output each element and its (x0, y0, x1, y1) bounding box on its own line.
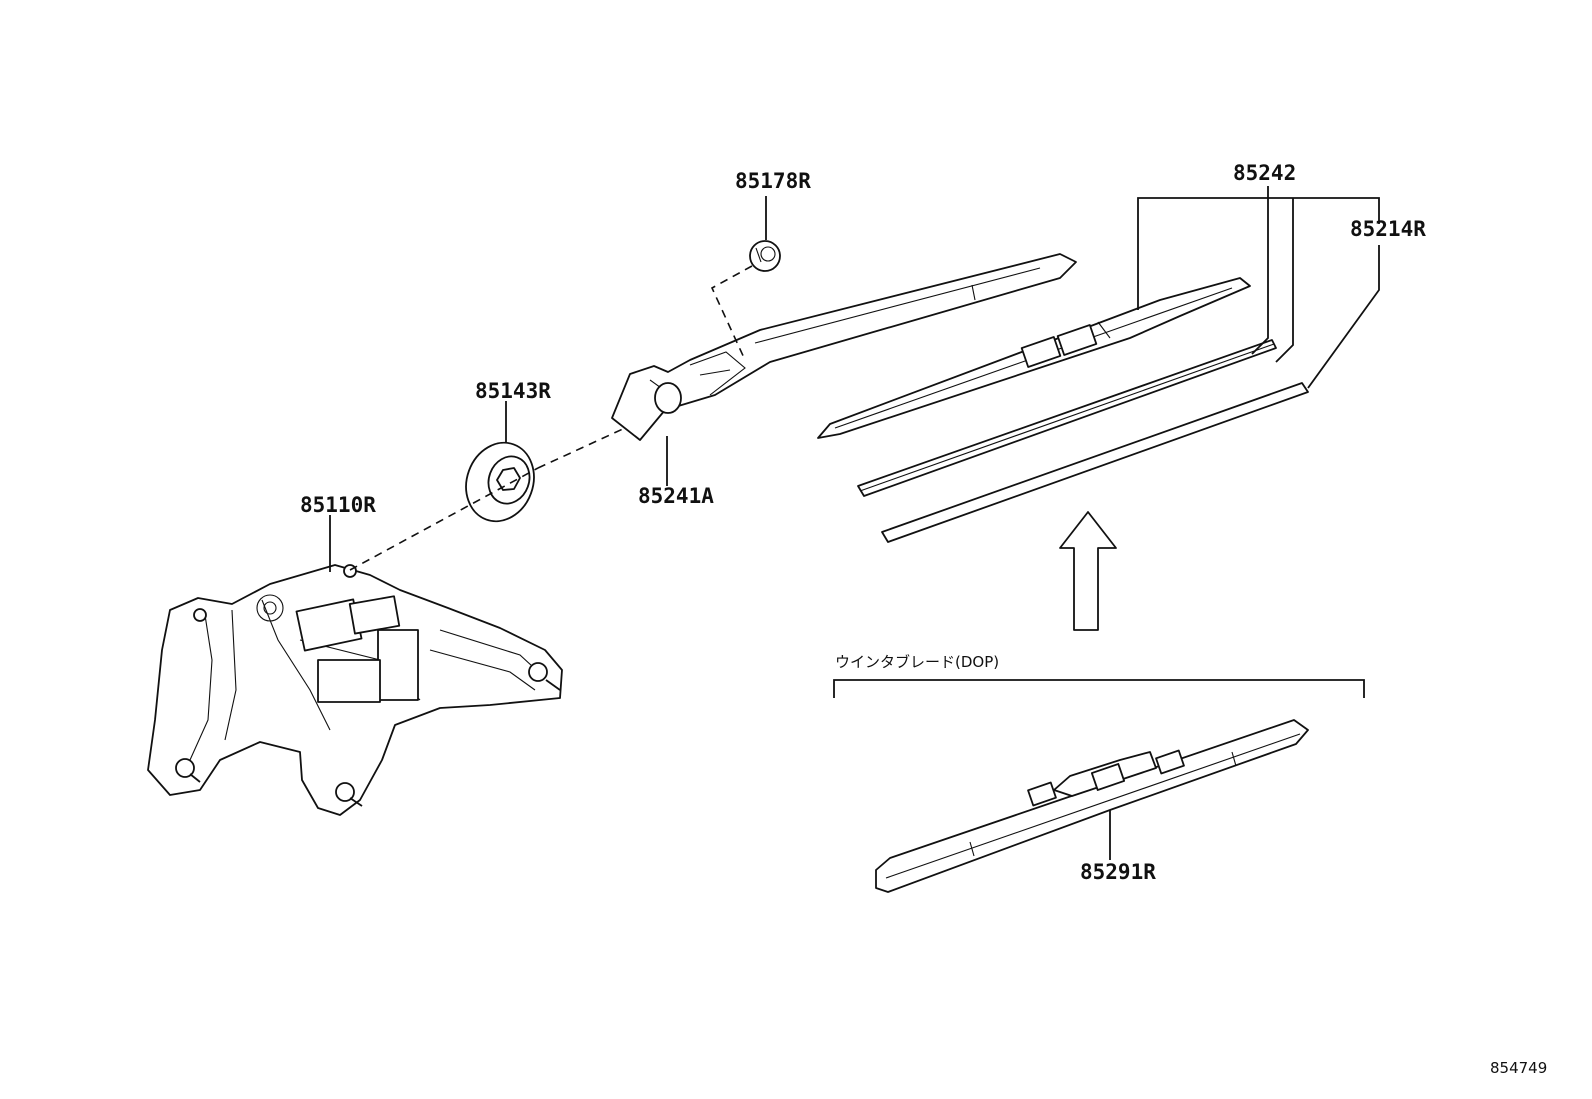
wiper-arm-drawing (611, 253, 1077, 441)
rubber-refill-drawing (881, 382, 1309, 543)
assembly-dash-lines (349, 265, 753, 571)
up-arrow-icon (1059, 511, 1117, 631)
wiper-motor-drawing (147, 564, 563, 816)
label-85178R: 85178R (735, 169, 811, 193)
label-85110R: 85110R (300, 493, 376, 517)
wiper-cap-drawing (465, 441, 535, 523)
label-85143R: 85143R (475, 379, 551, 403)
diagram-ref-number: 854749 (1490, 1059, 1547, 1077)
label-85241A: 85241A (638, 484, 714, 508)
wiper-blade-drawing (817, 277, 1251, 439)
label-85291R: 85291R (1080, 860, 1156, 884)
leader-lines (329, 186, 1380, 860)
wiper-nut-drawing (749, 240, 781, 272)
winter-blade-drawing (875, 719, 1309, 893)
label-85242: 85242 (1233, 161, 1296, 185)
label-85214R: 85214R (1350, 217, 1426, 241)
blade-rubber-strip-drawing (857, 339, 1277, 497)
winter-blade-note: ウインタブレード(DOP) (835, 653, 999, 671)
